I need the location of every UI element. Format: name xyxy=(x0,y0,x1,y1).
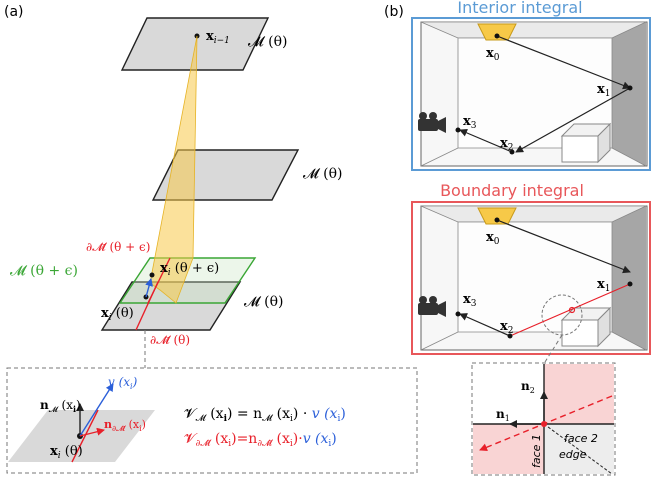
boundary-title: Boundary integral xyxy=(440,181,584,200)
inset-label-velocity: v (xi) xyxy=(108,375,138,391)
plane-bottom xyxy=(100,281,242,331)
inset-label-boundary-normal: n∂𝓜̄ (xi) xyxy=(104,418,146,433)
interior-point-1 xyxy=(627,85,633,91)
label-xi-eps: xi (θ + ϵ) xyxy=(160,261,219,278)
zoom-detail: n2 n1 face 2 edge face 1 xyxy=(471,362,616,476)
boundary-floor-edge-left xyxy=(420,331,459,351)
panel-b: (b) Interior integral xyxy=(384,0,651,476)
interior-right-wall xyxy=(612,22,646,166)
boundary-ray-3 xyxy=(459,313,511,337)
panel-a: (a) xi−1 𝓜 (θ) 𝓜 (θ) ∂𝓜̄ (θ + ϵ) xi (θ +… xyxy=(4,4,342,368)
label-boundary-bottom: ∂𝓜̄ (θ) xyxy=(150,333,190,347)
boundary-point-0 xyxy=(494,217,500,223)
interior-box-side xyxy=(597,122,611,164)
equation-boundary: 𝓥∂𝓜̄ (xi)=n∂𝓜̄ (xi)·v (xi) xyxy=(184,431,337,449)
interior-scene: x0 x1 x2 x3 xyxy=(411,17,651,171)
boundary-edge-point xyxy=(568,306,576,314)
boundary-box-front xyxy=(561,319,599,347)
zoom-edge-point xyxy=(541,421,547,427)
zoom-face-top-right xyxy=(544,364,614,424)
boundary-label-x0: x0 xyxy=(486,230,500,247)
boundary-scene: x0 x1 x2 x3 xyxy=(411,201,651,355)
boundary-right-wall xyxy=(612,206,646,350)
interior-floor-edge-left xyxy=(420,147,459,167)
boundary-floor-edge-right xyxy=(611,331,647,351)
boundary-ceiling xyxy=(420,205,647,223)
zoom-label-face2: face 2 xyxy=(564,432,598,445)
zoom-label-face1: face 1 xyxy=(530,434,543,468)
interior-ceiling xyxy=(420,21,647,39)
label-manifold-green: 𝓜 (θ + ϵ) xyxy=(10,263,78,279)
interior-ray-2 xyxy=(515,87,631,153)
plane-top xyxy=(120,17,270,71)
zoom-label-n2: n2 xyxy=(521,379,535,395)
panel-b-tag: (b) xyxy=(384,4,404,20)
interior-ray-1 xyxy=(496,35,631,90)
light-beam xyxy=(149,35,198,304)
interior-label-x3: x3 xyxy=(463,114,477,131)
boundary-label-x2: x2 xyxy=(500,319,514,336)
boundary-label-x3: x3 xyxy=(463,292,477,309)
zoom-diagonal-edge xyxy=(543,423,613,475)
zoom-face-gray xyxy=(544,424,614,474)
zoom-connector xyxy=(544,334,563,363)
boundary-point-2 xyxy=(507,333,513,339)
interior-label-x1: x1 xyxy=(597,82,611,99)
interior-point-2 xyxy=(509,149,515,155)
inset-boundary-line xyxy=(71,409,99,463)
interior-label-x2: x2 xyxy=(500,136,514,153)
inset-frame xyxy=(6,367,418,474)
inset: n𝓜 (xi) v (xi) n∂𝓜̄ (xi) xi (θ) 𝓥𝓜 (xi) … xyxy=(6,367,418,474)
boundary-point-1 xyxy=(627,281,633,287)
point-xi-eps xyxy=(149,272,155,278)
interior-point-0 xyxy=(494,33,500,39)
label-manifold-top: 𝓜 (θ) xyxy=(248,34,287,50)
boundary-label-x1: x1 xyxy=(597,277,611,294)
equation-interior: 𝓥𝓜 (xi) = n𝓜 (xi) · v (xi) xyxy=(184,406,346,424)
label-x-prev: xi−1 xyxy=(206,29,230,46)
boundary-ray-1 xyxy=(496,219,631,274)
boundary-camera-icon xyxy=(418,296,446,317)
zoom-label-edge: edge xyxy=(559,448,587,461)
inset-label-point: xi (θ) xyxy=(50,444,83,461)
inset-velocity-arrow xyxy=(79,383,114,437)
interior-point-3 xyxy=(455,127,461,133)
interior-label-x0: x0 xyxy=(486,46,500,63)
interior-camera-icon xyxy=(418,112,446,133)
label-manifold-mid: 𝓜 (θ) xyxy=(303,166,342,182)
interior-title: Interior integral xyxy=(457,0,582,17)
zoom-label-n1: n1 xyxy=(496,407,510,423)
boundary-box-side xyxy=(597,306,611,348)
label-boundary-eps: ∂𝓜̄ (θ + ϵ) xyxy=(86,240,150,254)
velocity-arrow xyxy=(145,278,153,298)
boundary-line-bottom xyxy=(135,281,159,331)
inset-label-normal: n𝓜 (xi) xyxy=(40,398,81,414)
panel-a-tag: (a) xyxy=(4,4,24,20)
boundary-point-3 xyxy=(455,311,461,317)
interior-floor-edge-right xyxy=(611,147,647,167)
interior-box-front xyxy=(561,135,599,163)
interior-ray-3 xyxy=(459,129,513,153)
label-manifold-bottom: 𝓜 (θ) xyxy=(244,294,283,310)
label-xi: xi (θ) xyxy=(101,306,134,323)
inset-boundary-normal-arrow xyxy=(79,427,105,437)
